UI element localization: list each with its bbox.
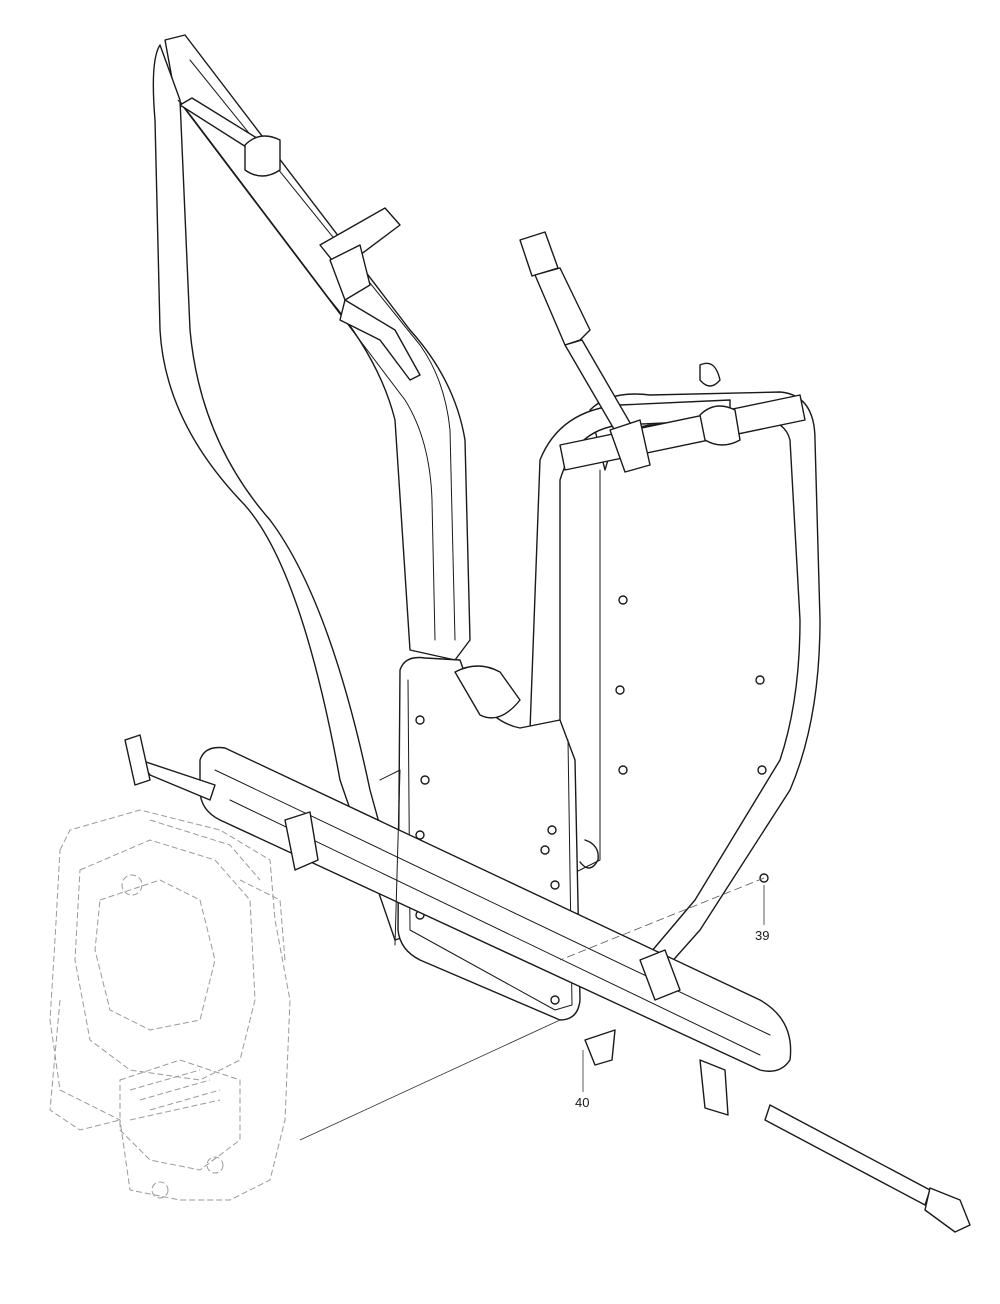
leader-39-dash: [559, 877, 765, 961]
left-strap: [179, 97, 421, 381]
callout-39: 39: [755, 928, 770, 943]
callout-40: 40: [575, 1095, 590, 1110]
screws: [615, 595, 769, 883]
left-shoulder-pad: [152, 34, 471, 941]
ghost-power-unit: [49, 809, 291, 1201]
leader-40-diag: [299, 1019, 561, 1141]
right-strap: [519, 231, 741, 473]
waist-belt: [124, 734, 971, 1233]
